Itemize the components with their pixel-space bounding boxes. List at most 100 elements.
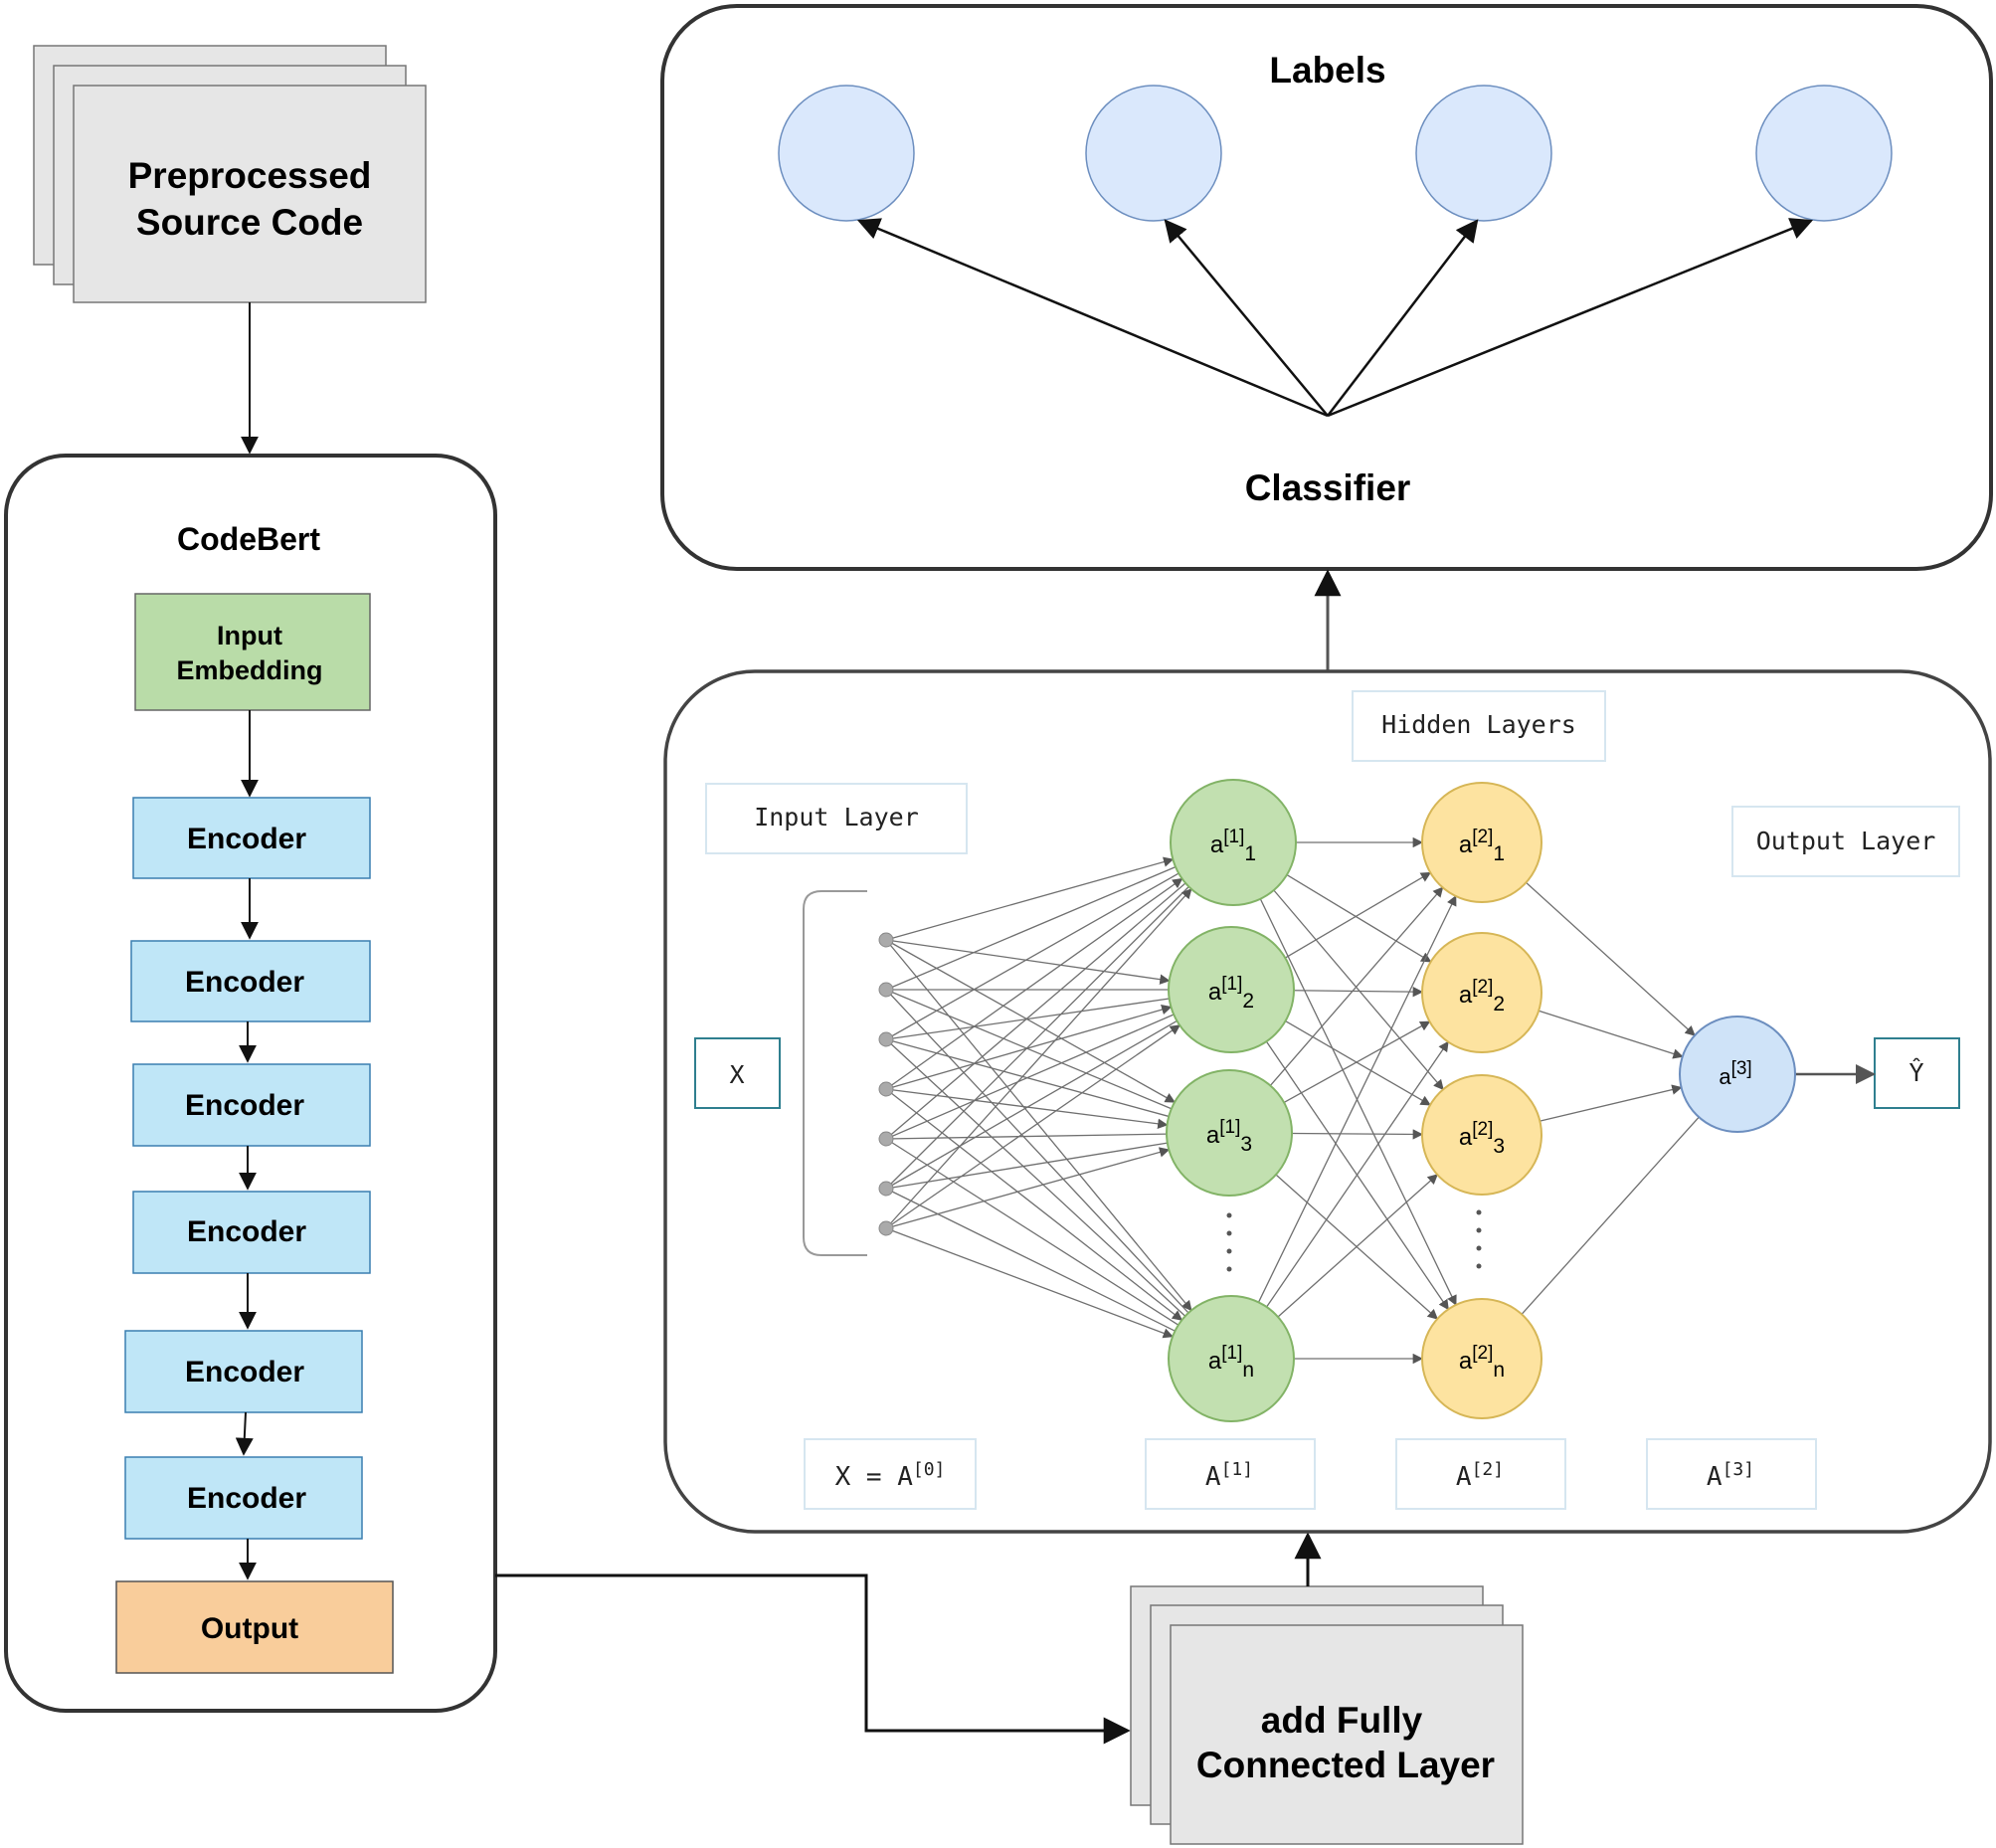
layer1-nodes: a[1]1 a[1]2 a[1]3 a[1]n <box>1166 779 1297 1422</box>
input-edge-6-0 <box>885 888 1192 1229</box>
bottom-label-a0: X = A[0] <box>835 1459 946 1492</box>
layer1-node-n-label: a[1]n <box>1208 1343 1254 1382</box>
input-edge-4-0 <box>885 882 1186 1140</box>
output-edge-0 <box>1526 881 1696 1036</box>
input-dots <box>878 932 894 1236</box>
input-edge-4-1 <box>885 1014 1175 1140</box>
classifier-arrow-3 <box>1327 219 1479 417</box>
input-edge-5-3 <box>885 1188 1176 1332</box>
classifier-arrow-1 <box>856 218 1329 418</box>
source-code-stack: Preprocessed Source Code <box>33 45 427 303</box>
layer2-node-1-label: a[2]1 <box>1459 827 1505 865</box>
encoder-block-4 <box>132 1191 371 1274</box>
input-embedding-line1: Input <box>217 621 282 650</box>
output-layer-box <box>1731 806 1960 877</box>
input-layer-box <box>705 783 968 854</box>
output-node-label: a[3] <box>1719 1058 1751 1089</box>
input-embedding-line2: Embedding <box>177 655 323 685</box>
input-edge-6-3 <box>885 1227 1175 1339</box>
network-container: Hidden Layers Input Layer Output Layer X… <box>663 669 1992 1534</box>
input-edge-4-2 <box>885 1133 1168 1140</box>
x-input-box <box>694 1037 781 1109</box>
hidden-edge-0-3 <box>1259 898 1457 1306</box>
encoder-label-2: Encoder <box>185 966 304 999</box>
layer2-nodes: a[2]1 a[2]2 a[2]3 a[2]n <box>1421 782 1542 1419</box>
output-layer-label: Output Layer <box>1756 827 1936 855</box>
input-dot <box>878 1220 894 1236</box>
bottom-label-box-a0 <box>804 1438 977 1510</box>
encoder-label-4: Encoder <box>187 1215 306 1248</box>
codebert-title: CodeBert <box>177 521 320 557</box>
fc-title-line2: Connected Layer <box>1196 1745 1495 1785</box>
yhat-box <box>1874 1037 1960 1109</box>
encoder-label-1: Encoder <box>187 823 306 855</box>
hidden-edge-1-0 <box>1284 871 1432 959</box>
input-dot <box>878 982 894 998</box>
layer2-ellipsis <box>1476 1209 1482 1269</box>
codebert-output-block <box>115 1580 394 1674</box>
layer1-node-3-label: a[1]3 <box>1206 1117 1252 1156</box>
hidden-edge-1-2 <box>1285 1020 1431 1106</box>
input-edge-6-1 <box>885 1024 1181 1229</box>
input-edge-4-3 <box>885 1138 1179 1326</box>
layer2-node-1 <box>1421 782 1542 903</box>
input-edge-2-3 <box>885 1038 1186 1317</box>
layer1-node-n <box>1168 1295 1295 1422</box>
network-border <box>663 669 1992 1534</box>
layer2-node-n-label: a[2]n <box>1459 1343 1505 1382</box>
layer2-node-3-label: a[2]3 <box>1459 1119 1505 1158</box>
encoder-arrow-5 <box>235 1411 254 1456</box>
layer2-node-2 <box>1421 932 1542 1053</box>
x-input-label: X <box>729 1060 744 1089</box>
input-dot <box>878 1081 894 1097</box>
input-bracket <box>803 890 867 1256</box>
fc-title-line1: add Fully <box>1261 1700 1423 1741</box>
hidden-edge-2-2 <box>1291 1129 1424 1140</box>
hidden-edge-0-1 <box>1286 874 1432 963</box>
hidden-edge-1-1 <box>1293 986 1424 998</box>
hidden-edge-0-2 <box>1273 889 1444 1091</box>
input-embedding-block <box>134 593 371 711</box>
bottom-label-a3: A[3] <box>1707 1459 1754 1492</box>
encoder-block-1 <box>132 797 371 879</box>
input-edge-1-3 <box>885 989 1189 1314</box>
encoder-block-3 <box>132 1063 371 1147</box>
layer1-node-2 <box>1168 926 1295 1053</box>
input-edge-1-0 <box>885 865 1177 991</box>
classifier-title: Classifier <box>1245 467 1411 508</box>
output-node <box>1679 1016 1796 1133</box>
hidden-edge-2-0 <box>1269 886 1444 1086</box>
yhat-label: Ŷ <box>1908 1057 1923 1087</box>
codebert-output-label: Output <box>201 1612 298 1645</box>
encoder-label-3: Encoder <box>185 1089 304 1122</box>
input-edge-5-1 <box>885 1019 1178 1190</box>
output-edge-2 <box>1540 1084 1683 1122</box>
input-edge-0-3 <box>885 939 1192 1312</box>
input-edge-5-0 <box>885 886 1189 1190</box>
fc-sheet-front <box>1170 1624 1524 1845</box>
bottom-label-box-a3 <box>1646 1438 1817 1510</box>
fc-layer-stack: add Fully Connected Layer <box>1130 1585 1524 1845</box>
input-dot <box>878 1031 894 1047</box>
encoder-block-2 <box>130 940 371 1022</box>
input-edge-6-2 <box>885 1147 1171 1229</box>
input-edge-3-1 <box>885 1005 1173 1090</box>
layer2-node-n <box>1421 1298 1542 1419</box>
label-circle-3 <box>1415 85 1552 222</box>
bottom-label-box-a1 <box>1145 1438 1316 1510</box>
layer1-node-2-label: a[1]2 <box>1208 974 1254 1013</box>
input-layer-label: Input Layer <box>754 803 919 832</box>
hidden-edge-3-1 <box>1266 1040 1449 1308</box>
layer1-node-1-label: a[1]1 <box>1210 827 1256 865</box>
labels-title: Labels <box>1269 50 1385 91</box>
input-edge-1-2 <box>885 989 1173 1110</box>
hidden-layers-label: Hidden Layers <box>1381 710 1576 739</box>
bottom-label-box-a2 <box>1395 1438 1566 1510</box>
hidden-edge-3-0 <box>1257 895 1457 1303</box>
output-edge-1 <box>1538 1010 1684 1059</box>
label-circle-1 <box>778 85 915 222</box>
input-edge-3-0 <box>885 877 1183 1090</box>
classifier-arrow-2 <box>1164 219 1329 417</box>
label-circle-2 <box>1085 85 1222 222</box>
